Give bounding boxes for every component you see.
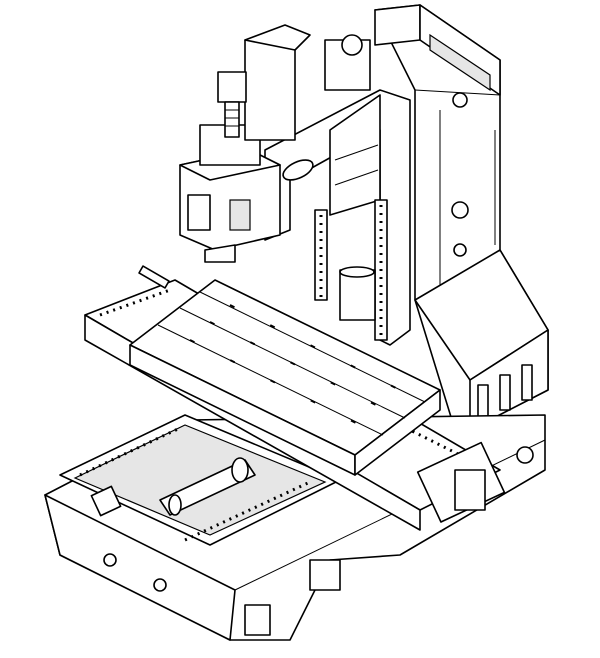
saddle [59, 414, 341, 546]
ram [264, 89, 411, 346]
spindle-head [179, 24, 371, 263]
column [374, 4, 549, 431]
worktable [129, 265, 441, 476]
rail-dots [319, 205, 383, 338]
